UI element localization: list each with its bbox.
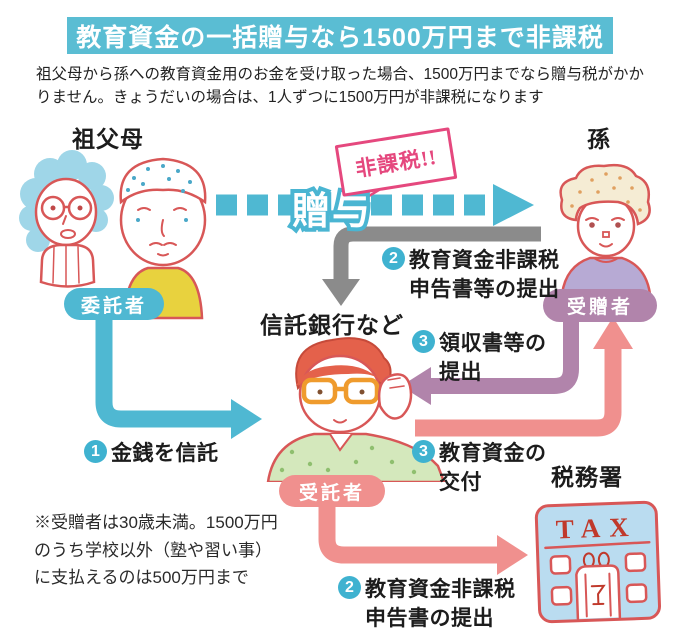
step-number-badge: 1 <box>84 440 107 463</box>
badge-trustee-text: 受託者 <box>298 482 365 504</box>
label-grandparents: 祖父母 <box>72 127 144 152</box>
arrow-application-to-bank <box>322 226 541 306</box>
step-grant-funds: 3 教育資金の 交付 <box>412 437 547 495</box>
gift-label-outline: 贈与 <box>288 187 374 237</box>
title-text: 教育資金の一括贈与なら1500万円まで非課税 <box>76 23 604 52</box>
arrow-grant-to-donee <box>415 317 633 437</box>
label-trust-bank: 信託銀行など <box>260 313 404 338</box>
step-application-to-bank: 2 教育資金非課税 申告書等の提出 <box>382 244 560 302</box>
banker-hand <box>377 373 413 420</box>
step-entrust-money: 1 金銭を信託 <box>84 437 219 466</box>
grandchild-shirt <box>560 256 652 296</box>
gift-label-text: 贈与 <box>291 191 372 233</box>
badge-donee: 受贈者 <box>543 289 657 322</box>
grandchild-illustration <box>559 163 652 296</box>
grandma-glasses <box>40 195 93 221</box>
tax-office-illustration: TAX <box>534 500 662 624</box>
label-tax-office: 税務署 <box>551 465 623 490</box>
step-number-badge: 3 <box>412 330 435 353</box>
grandchild-hair <box>559 163 651 226</box>
arrow-entrust-money <box>95 314 262 439</box>
title-banner: 教育資金の一括贈与なら1500万円まで非課税 <box>67 17 613 54</box>
step-number-badge: 2 <box>338 576 361 599</box>
banker-jacket <box>266 432 446 482</box>
tax-office-door <box>575 564 622 620</box>
arrow-application-to-tax-office <box>318 503 528 575</box>
gift-arrow-label: 贈与 贈与 <box>274 180 390 237</box>
badge-consignor: 委託者 <box>64 288 164 320</box>
step-receipts: 3 領収書等の 提出 <box>412 327 547 385</box>
description-text: 祖父母から孫への教育資金用のお金を受け取った場合、1500万円までなら贈与税がか… <box>36 66 644 106</box>
step-number-badge: 2 <box>382 247 405 270</box>
arrow-gift <box>216 184 534 226</box>
step-number-badge: 3 <box>412 440 435 463</box>
badge-donee-text: 受贈者 <box>566 297 633 318</box>
step-application-to-tax-office: 2 教育資金非課税 申告書の提出 <box>338 573 516 631</box>
tax-office-windows <box>549 552 648 606</box>
grandparents-illustration <box>19 150 207 320</box>
badge-consignor-text: 委託者 <box>80 295 147 317</box>
tax-exempt-stamp-text: 非課税!! <box>353 144 439 182</box>
trust-banker-illustration <box>266 337 446 482</box>
tax-sign-text: TAX <box>555 512 638 545</box>
badge-trustee: 受託者 <box>279 475 385 507</box>
arrow-receipts-to-bank <box>401 315 579 405</box>
label-grandchild: 孫 <box>587 127 611 152</box>
footnote-text: ※受贈者は30歳未満。1500万円のうち学校以外（塾や習い事）に支払えるのは50… <box>34 513 278 587</box>
banker-glasses <box>301 377 380 405</box>
